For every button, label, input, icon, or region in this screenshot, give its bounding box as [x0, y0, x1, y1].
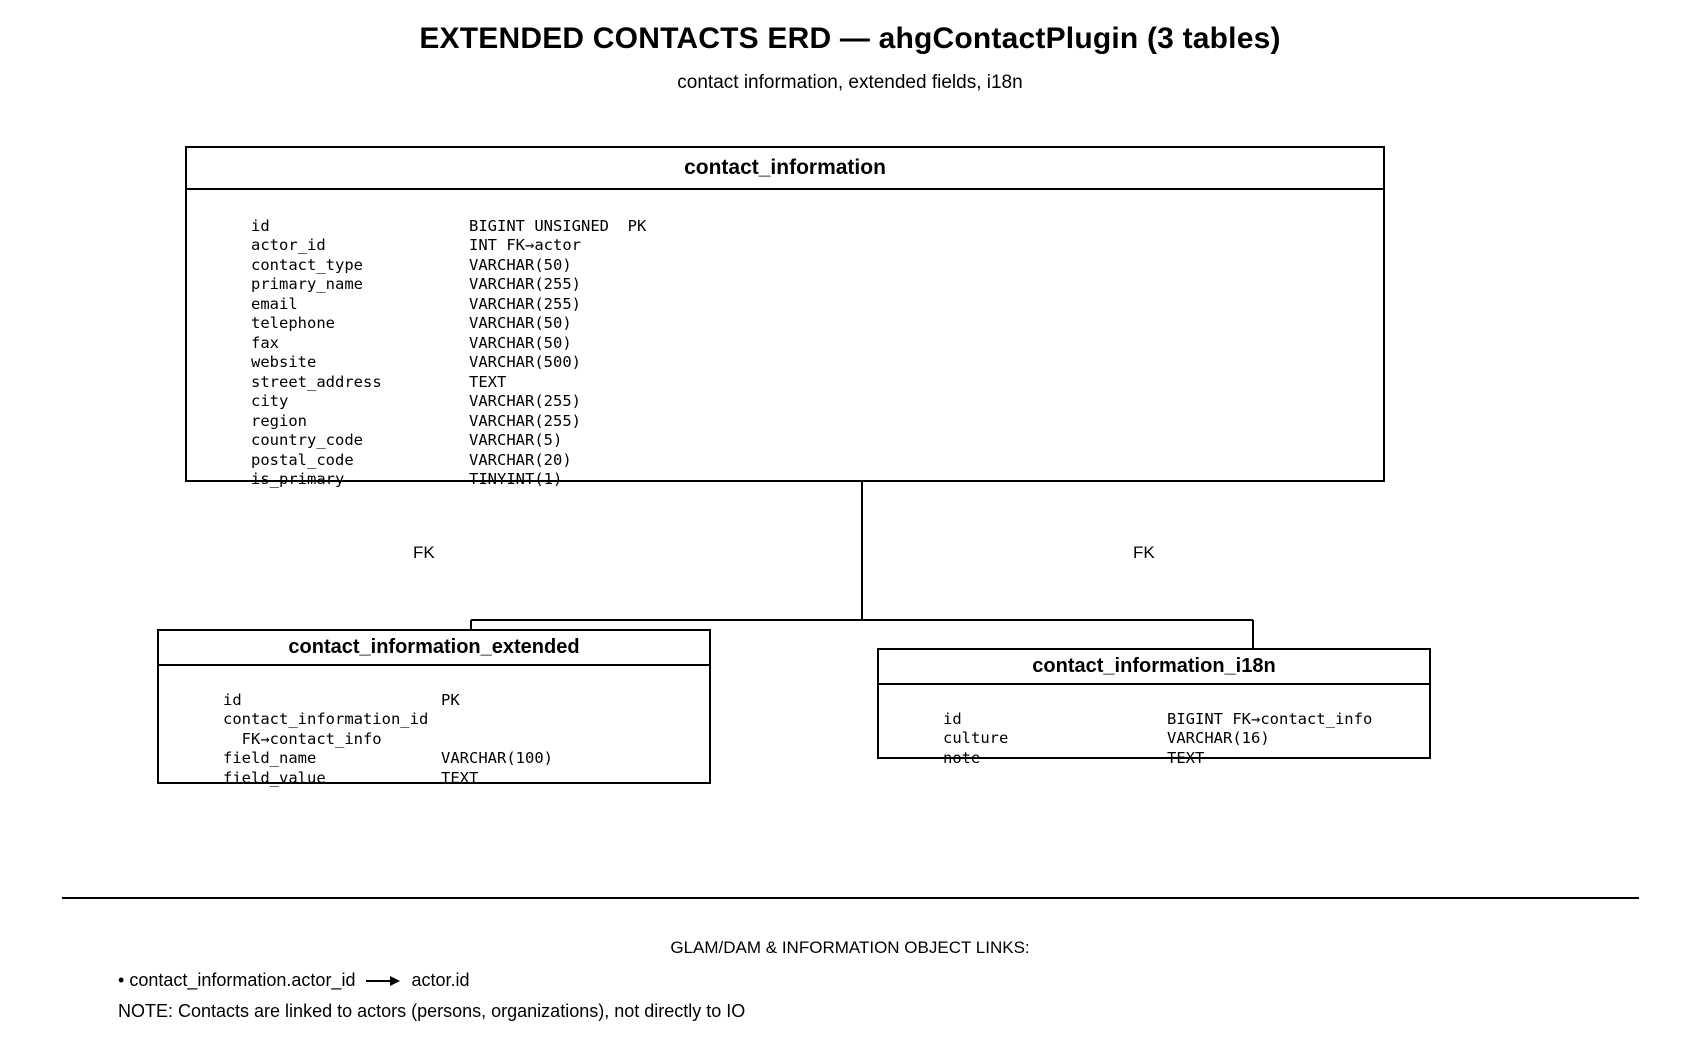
- field-row: FK→contact_info: [167, 710, 709, 748]
- field-type: TEXT: [1167, 748, 1205, 767]
- field-type: VARCHAR(50): [469, 314, 572, 332]
- footer-divider: [62, 897, 1639, 899]
- field-row: country_code VARCHAR(5): [195, 412, 1383, 449]
- field-name: country_code: [251, 431, 363, 449]
- field-type: VARCHAR(50): [469, 333, 572, 352]
- field-row: email VARCHAR(255): [195, 275, 1383, 313]
- entity-contact-information-i18n[interactable]: contact_information_i18n id BIGINT FK→con…: [877, 648, 1431, 767]
- field-name: contact_information_id: [223, 710, 429, 728]
- field-row: id BIGINT FK→contact_info: [887, 690, 1429, 728]
- field-row: actor_id INT FK→actor: [195, 217, 1383, 254]
- field-name: primary_name: [251, 275, 363, 293]
- entity-contact-information[interactable]: contact_information id BIGINT UNSIGNED PK…: [185, 146, 1385, 489]
- entity-field-list: id BIGINT FK→contact_info culture VARCHAR(…: [879, 685, 1429, 767]
- field-name: field_value: [223, 768, 326, 787]
- field-name: is_primary: [251, 470, 345, 488]
- field-row: region VARCHAR(255): [195, 392, 1383, 430]
- field-row: city VARCHAR(255): [195, 373, 1383, 410]
- field-type: TINYINT(1): [469, 470, 563, 488]
- field-type: VARCHAR(16): [1167, 729, 1270, 747]
- field-name: region: [251, 411, 307, 430]
- field-type: BIGINT FK→contact_info: [1167, 709, 1373, 728]
- field-name: field_name: [223, 749, 317, 767]
- entity-field-list: id BIGINT UNSIGNED PK actor_id INT FK→acto…: [187, 190, 1383, 489]
- field-name: contact_type: [251, 255, 363, 274]
- field-type: TEXT: [441, 768, 479, 787]
- field-row: is_primary TINYINT(1): [195, 451, 1383, 488]
- field-type: TEXT: [469, 372, 507, 391]
- field-type: VARCHAR(50): [469, 255, 572, 274]
- field-row: contact_information_id: [167, 691, 709, 728]
- field-name: FK→contact_info: [223, 729, 382, 748]
- arrow-right-icon: [366, 976, 401, 987]
- field-type: VARCHAR(100): [441, 749, 553, 767]
- link-target-text: actor.id: [411, 970, 470, 990]
- field-name: actor_id: [251, 236, 326, 254]
- footer-note: NOTE: Contacts are linked to actors (per…: [118, 1001, 746, 1021]
- field-row: street_address TEXT: [195, 353, 1383, 391]
- field-name: postal_code: [251, 450, 354, 469]
- field-name: email: [251, 294, 298, 313]
- field-name: city: [251, 392, 289, 410]
- field-row: field_value TEXT: [167, 749, 709, 787]
- entity-title: contact_information_i18n: [879, 650, 1429, 685]
- field-name: note: [943, 748, 981, 767]
- field-row: fax VARCHAR(50): [195, 314, 1383, 352]
- field-row: contact_type VARCHAR(50): [195, 236, 1383, 274]
- footer-heading: GLAM/DAM & INFORMATION OBJECT LINKS:: [670, 938, 1030, 957]
- fk-label-extended: FK: [413, 543, 435, 562]
- fk-label-i18n: FK: [1133, 543, 1155, 562]
- bullet-marker: •: [118, 970, 125, 990]
- field-name: website: [251, 353, 317, 371]
- field-name: id: [251, 216, 270, 235]
- field-name: telephone: [251, 314, 335, 332]
- field-type: VARCHAR(255): [469, 294, 581, 313]
- field-row: primary_name VARCHAR(255): [195, 256, 1383, 293]
- page-title: EXTENDED CONTACTS ERD — ahgContactPlugin…: [419, 22, 1281, 55]
- field-row: website VARCHAR(500): [195, 334, 1383, 371]
- field-row: note TEXT: [887, 729, 1429, 767]
- field-name: id: [223, 690, 242, 709]
- field-type: VARCHAR(255): [469, 392, 581, 410]
- field-type: VARCHAR(5): [469, 431, 563, 449]
- entity-field-list: id PK contact_information_id FK→contact_i…: [159, 666, 709, 787]
- field-type: VARCHAR(255): [469, 275, 581, 293]
- field-row: field_name VARCHAR(100): [167, 730, 709, 767]
- entity-contact-information-extended[interactable]: contact_information_extended id PK contac…: [157, 629, 711, 787]
- field-row: id BIGINT UNSIGNED PK: [195, 197, 1383, 235]
- field-name: id: [943, 709, 962, 728]
- field-type: VARCHAR(20): [469, 450, 572, 469]
- field-type: PK: [441, 690, 460, 709]
- field-row: culture VARCHAR(16): [887, 710, 1429, 747]
- field-type: INT FK→actor: [469, 236, 581, 254]
- entity-title: contact_information: [187, 148, 1383, 190]
- page-subtitle: contact information, extended fields, i1…: [677, 72, 1023, 93]
- link-source-text: contact_information.actor_id: [129, 970, 356, 990]
- field-row: id PK: [167, 671, 709, 709]
- field-row: postal_code VARCHAR(20): [195, 431, 1383, 469]
- field-name: fax: [251, 333, 279, 352]
- field-type: VARCHAR(255): [469, 411, 581, 430]
- field-name: culture: [943, 729, 1009, 747]
- entity-title: contact_information_extended: [159, 631, 709, 666]
- field-type: VARCHAR(500): [469, 353, 581, 371]
- footer-link-row: • contact_information.actor_id actor.id: [118, 970, 470, 991]
- field-name: street_address: [251, 372, 382, 391]
- field-row: telephone VARCHAR(50): [195, 295, 1383, 332]
- field-type: BIGINT UNSIGNED PK: [469, 216, 647, 235]
